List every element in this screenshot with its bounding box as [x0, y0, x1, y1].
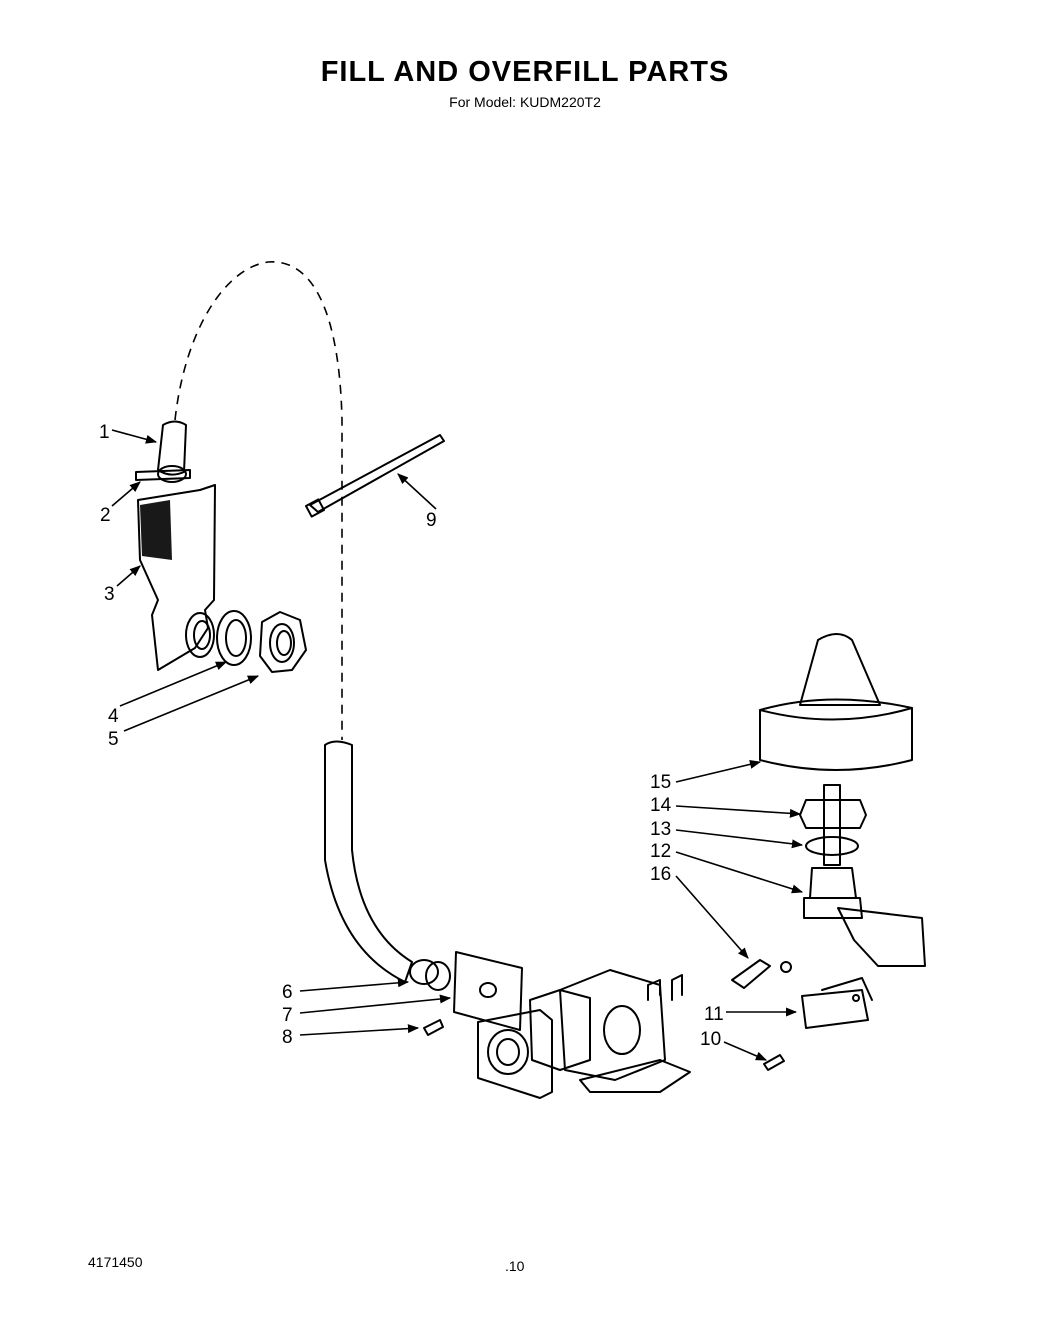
part-fill-hose-upper — [157, 420, 187, 476]
part-cable-tie — [305, 434, 445, 518]
callout-14: 14 — [650, 795, 672, 816]
callout-6: 6 — [282, 982, 293, 1003]
callout-15: 15 — [650, 772, 671, 793]
part-lever — [731, 959, 792, 989]
callout-13: 13 — [650, 819, 671, 840]
callout-8: 8 — [282, 1027, 293, 1048]
callout-3: 3 — [104, 584, 115, 605]
callout-7: 7 — [282, 1005, 293, 1026]
page-title: FILL AND OVERFILL PARTS — [320, 56, 730, 88]
callout-1: 1 — [99, 422, 110, 443]
callout-5: 5 — [108, 729, 119, 750]
callout-labels: 1 2 3 4 5 6 7 8 9 10 11 12 13 14 15 16 — [99, 422, 724, 1050]
part-bracket-plate — [453, 951, 523, 1031]
part-switch-screw — [763, 1054, 785, 1071]
part-water-valve — [477, 969, 691, 1099]
part-clamp — [135, 465, 191, 483]
page-number: .10 — [505, 1258, 525, 1274]
callout-9: 9 — [426, 510, 437, 531]
part-screw — [423, 1019, 444, 1036]
part-nut — [259, 611, 307, 673]
part-washer — [216, 610, 252, 666]
leader-lines — [111, 429, 804, 1061]
part-fill-funnel — [137, 484, 216, 671]
part-microswitch — [801, 977, 873, 1029]
part-float-stem — [799, 784, 867, 919]
part-float — [759, 633, 913, 771]
document-number: 4171450 — [88, 1254, 143, 1270]
callout-10: 10 — [700, 1029, 721, 1050]
callout-11: 11 — [704, 1004, 724, 1025]
part-switch-bracket — [837, 907, 926, 967]
part-fill-hose-lower — [324, 740, 451, 991]
hose-route-dashed — [174, 261, 343, 740]
callout-16: 16 — [650, 864, 671, 885]
callout-12: 12 — [650, 841, 671, 862]
callout-4: 4 — [108, 706, 119, 727]
callout-2: 2 — [100, 505, 111, 526]
model-subtitle: For Model: KUDM220T2 — [449, 94, 601, 110]
